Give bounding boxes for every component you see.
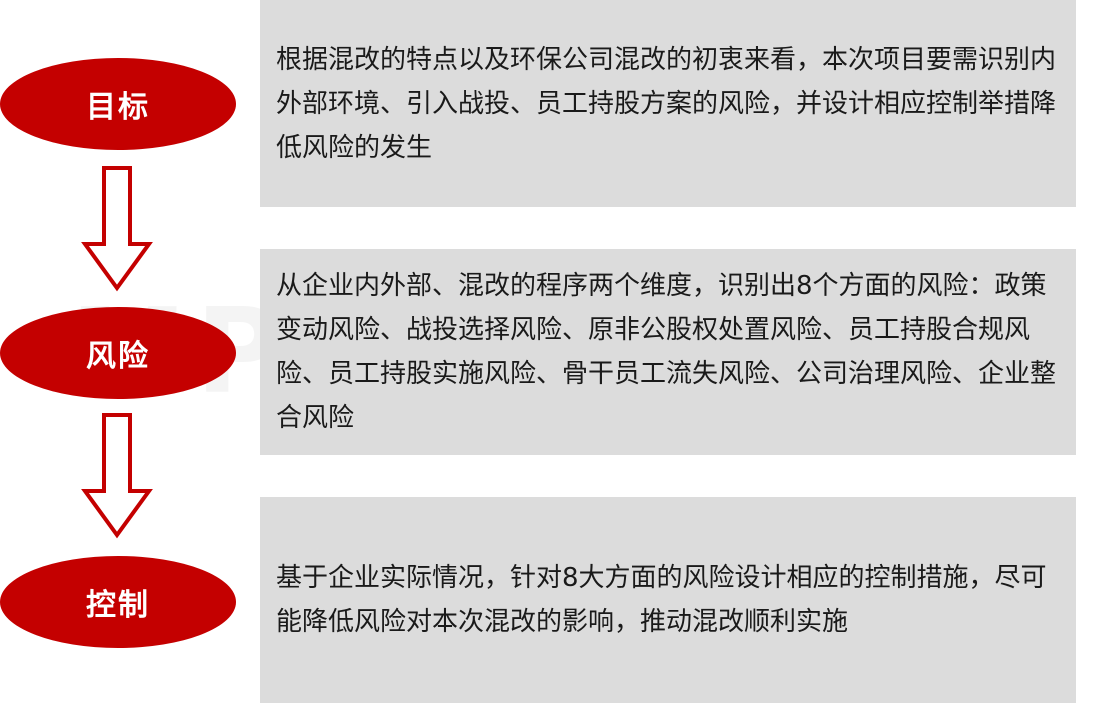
down-arrow-icon — [81, 166, 153, 292]
step-text-risk: 从企业内外部、混改的程序两个维度，识别出8个方面的风险：政策变动风险、战投选择风… — [276, 271, 1057, 433]
step-oval-control: 控制 — [0, 556, 236, 648]
step-box-risk: 从企业内外部、混改的程序两个维度，识别出8个方面的风险：政策变动风险、战投选择风… — [260, 249, 1076, 455]
step-label-risk: 风险 — [86, 339, 150, 374]
step-label-control: 控制 — [86, 588, 150, 623]
step-text-goal: 根据混改的特点以及环保公司混改的初衷来看，本次项目要需识别内外部环境、引入战投、… — [276, 44, 1057, 163]
step-oval-goal: 目标 — [0, 58, 236, 150]
step-text-control: 基于企业实际情况，针对8大方面的风险设计相应的控制措施，尽可能降低风险对本次混改… — [276, 563, 1047, 637]
step-label-goal: 目标 — [86, 90, 150, 125]
down-arrow-icon — [81, 413, 153, 539]
step-oval-risk: 风险 — [0, 307, 236, 399]
step-box-control: 基于企业实际情况，针对8大方面的风险设计相应的控制措施，尽可能降低风险对本次混改… — [260, 497, 1076, 703]
step-box-goal: 根据混改的特点以及环保公司混改的初衷来看，本次项目要需识别内外部环境、引入战投、… — [260, 0, 1076, 207]
